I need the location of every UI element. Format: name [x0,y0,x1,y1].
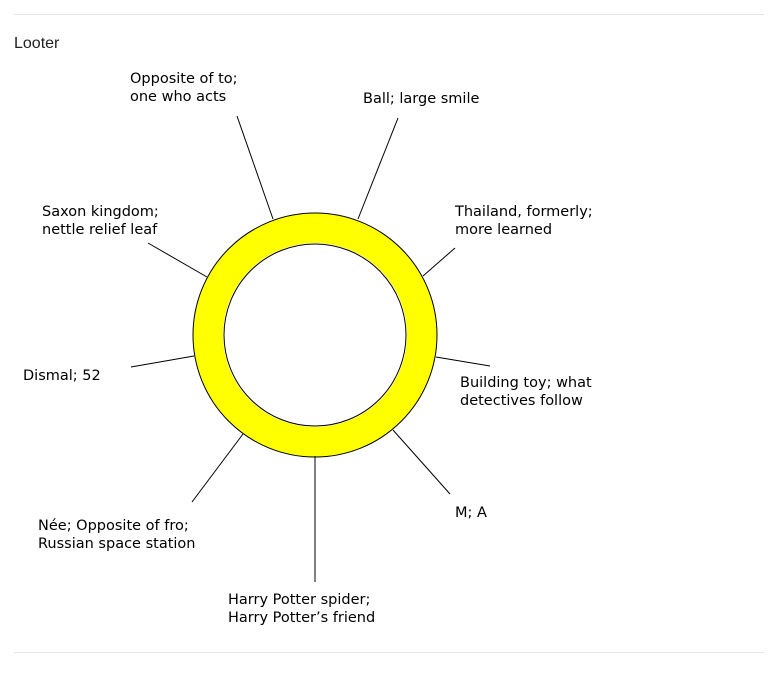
clue-text: Harry Potter’s friend [228,610,375,626]
connector-line [130,355,195,368]
top-divider [14,14,764,15]
connector-line [392,429,451,495]
bottom-divider [14,652,764,653]
connector-line [236,115,274,220]
clue-label: Harry Potter spider; Harry Potter’s frie… [228,592,375,626]
clue-text: Russian space station [38,536,195,552]
connector-line [422,247,456,277]
clue-text: Née; Opposite of fro; [38,518,189,534]
clue-text: Harry Potter spider; [228,592,370,608]
clue-text: M; A [455,505,487,521]
ring-inner-edge [223,243,407,427]
puzzle-title: Looter [14,35,60,52]
clue-text: nettle relief leaf [42,222,158,238]
clue-label: Opposite of to; one who acts [130,71,238,105]
clue-label: Dismal; 52 [23,368,101,384]
connector-line [191,433,244,503]
yellow-ring [193,213,437,457]
clue-label: Building toy; what detectives follow [460,375,592,409]
clue-text: Ball; large smile [363,91,479,107]
connector-line [357,117,399,220]
clue-text: one who acts [130,89,226,105]
clue-text: Saxon kingdom; [42,204,159,220]
clue-text: Opposite of to; [130,71,238,87]
clue-label: Thailand, formerly; more learned [454,204,593,238]
clue-label: Saxon kingdom; nettle relief leaf [42,204,159,238]
clue-text: detectives follow [460,393,583,409]
clue-label: M; A [455,505,487,521]
clue-text: Building toy; what [460,375,592,391]
clue-text: Dismal; 52 [23,368,101,384]
clue-text: more learned [455,222,552,238]
clue-label: Née; Opposite of fro; Russian space stat… [38,518,195,552]
clue-label: Ball; large smile [363,91,479,107]
connector-line [147,242,208,278]
clue-text: Thailand, formerly; [454,204,593,220]
connector-line [435,356,491,367]
